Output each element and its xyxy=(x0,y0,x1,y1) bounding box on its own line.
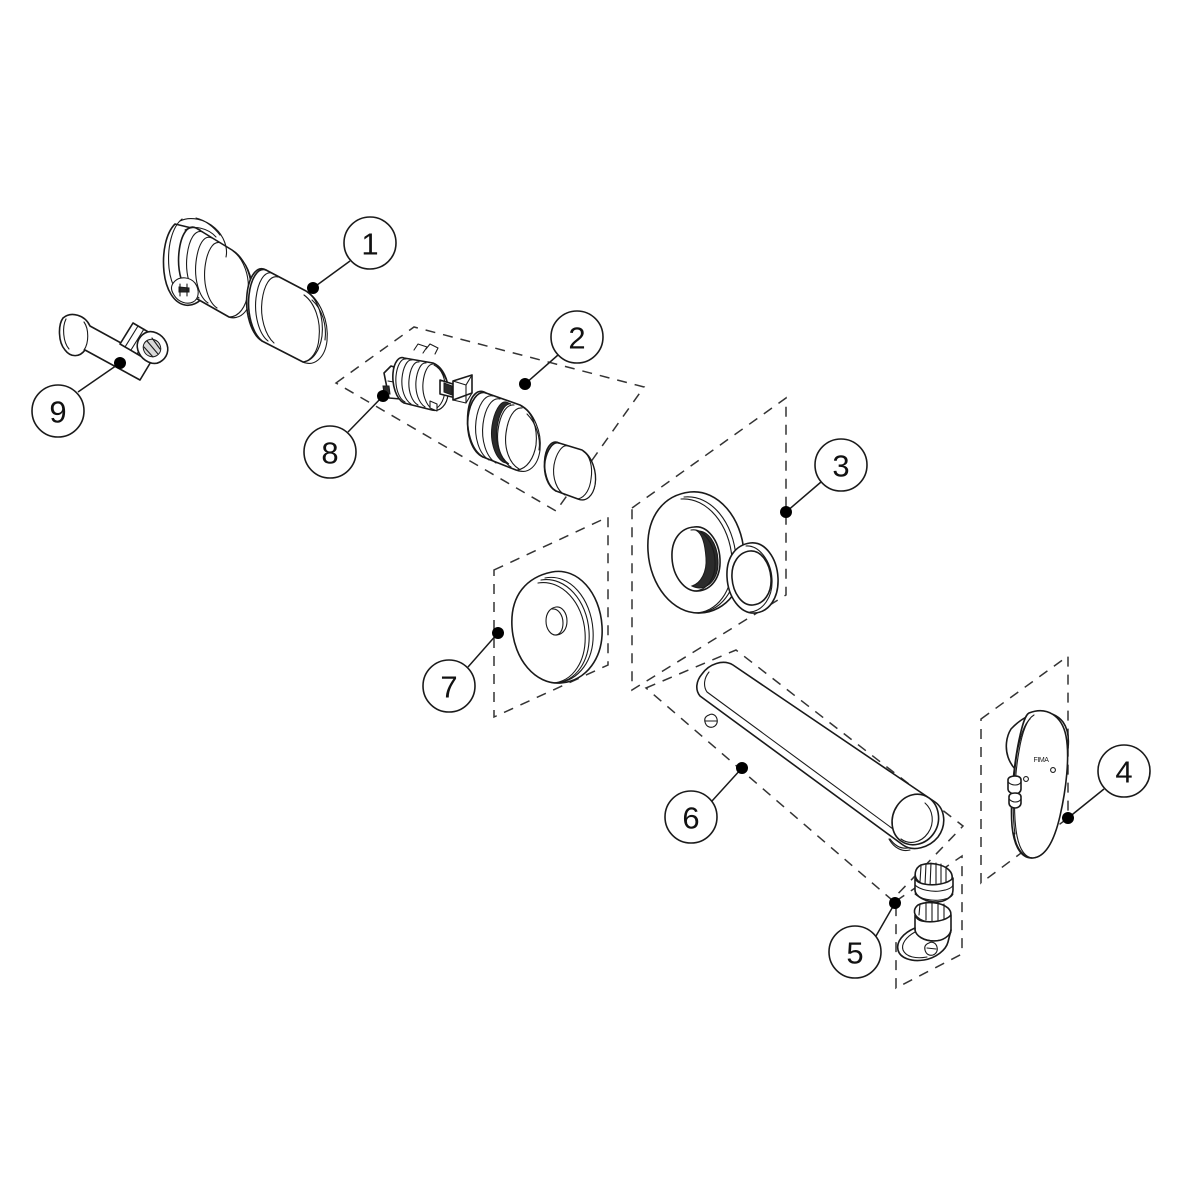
callout-dot-6 xyxy=(736,762,748,774)
panel-cover-cap xyxy=(493,515,609,719)
callout-circle-5[interactable] xyxy=(828,925,882,979)
panel-spout xyxy=(644,649,965,902)
callout-label-2: 2 xyxy=(568,321,585,356)
part-cover-cap-disc xyxy=(511,570,603,684)
panel-handle xyxy=(980,654,1069,885)
callout-label-6: 6 xyxy=(682,801,699,836)
callout-dot-4 xyxy=(1062,812,1074,824)
callout-5[interactable]: 5 xyxy=(828,897,901,979)
callout-circle-1[interactable] xyxy=(343,216,397,270)
callout-8[interactable]: 8 xyxy=(303,390,389,479)
part-lever-handle: FIMA xyxy=(1005,710,1070,859)
callout-dot-2 xyxy=(519,378,531,390)
part-wall-union-connector xyxy=(58,313,169,381)
handle-screw-hole-a xyxy=(1023,776,1029,782)
callout-circle-4[interactable] xyxy=(1097,744,1151,798)
part-aerator-insert xyxy=(914,862,954,903)
callout-dot-7 xyxy=(492,627,504,639)
callout-dot-5 xyxy=(889,897,901,909)
panel-escutcheon xyxy=(631,396,787,692)
part-handle-grub-screw xyxy=(1007,775,1022,809)
callout-7[interactable]: 7 xyxy=(422,627,504,713)
part-ceramic-cartridge xyxy=(382,343,473,412)
callout-circle-7[interactable] xyxy=(422,659,476,713)
callout-label-1: 1 xyxy=(361,227,378,262)
brand-mark: FIMA xyxy=(1033,757,1049,764)
callout-circle-9[interactable] xyxy=(31,384,85,438)
callout-4[interactable]: 4 xyxy=(1062,744,1151,824)
callout-circle-8[interactable] xyxy=(303,425,357,479)
callout-dot-1 xyxy=(307,282,319,294)
callout-6[interactable]: 6 xyxy=(664,762,748,844)
callout-3[interactable]: 3 xyxy=(780,438,868,518)
part-escutcheon-gasket-ring xyxy=(726,542,779,614)
callout-dot-9 xyxy=(114,357,126,369)
callout-label-5: 5 xyxy=(846,936,863,971)
callout-circle-2[interactable] xyxy=(550,310,604,364)
callout-label-9: 9 xyxy=(49,395,66,430)
part-wall-escutcheon-plate xyxy=(647,491,745,614)
part-trim-ring xyxy=(543,441,597,501)
part-spout-tube xyxy=(696,661,945,852)
callout-label-3: 3 xyxy=(832,449,849,484)
callout-1[interactable]: 1 xyxy=(307,216,397,294)
callout-circle-3[interactable] xyxy=(814,438,868,492)
panel-cartridge-kit xyxy=(334,326,646,512)
callout-dot-3 xyxy=(780,506,792,518)
callout-circle-6[interactable] xyxy=(664,790,718,844)
part-valve-body-assembly xyxy=(162,217,253,319)
callout-9[interactable]: 9 xyxy=(31,357,126,438)
callout-label-7: 7 xyxy=(440,670,457,705)
handle-screw-hole-b xyxy=(1050,767,1056,773)
callout-label-4: 4 xyxy=(1115,755,1132,790)
part-aerator-key xyxy=(896,901,952,962)
part-sleeve-extension-collar xyxy=(245,268,328,364)
part-cartridge-retaining-nut xyxy=(466,390,541,472)
callout-dot-8 xyxy=(377,390,389,402)
callout-label-8: 8 xyxy=(321,436,338,471)
callout-2[interactable]: 2 xyxy=(519,310,604,390)
